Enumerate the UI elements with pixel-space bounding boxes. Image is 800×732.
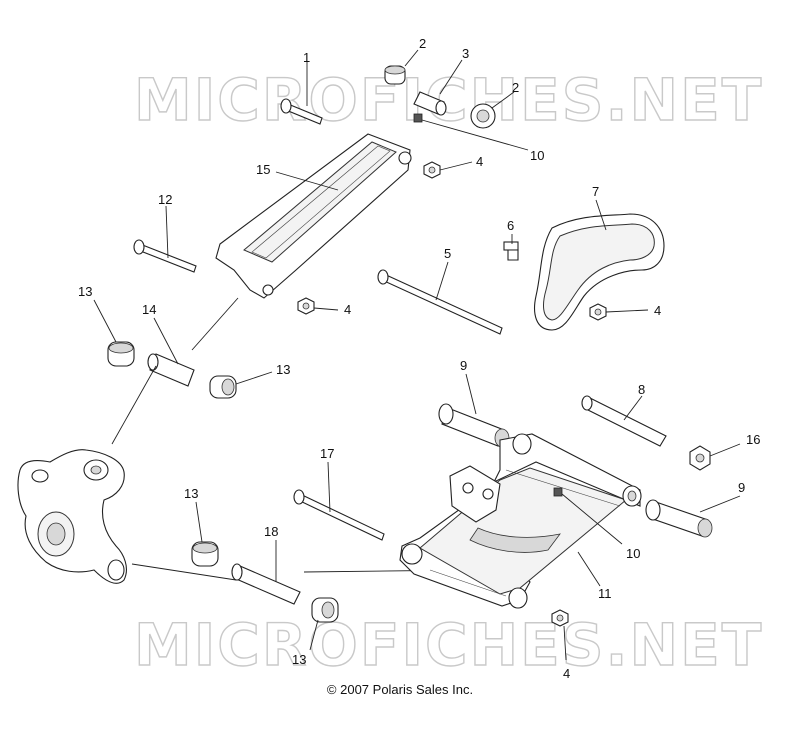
part-12-bolt	[133, 205, 197, 273]
callout-16: 16	[746, 432, 760, 447]
part-3-sleeve	[413, 59, 463, 116]
callout-5: 5	[444, 246, 451, 261]
part-17-bolt	[293, 461, 385, 541]
callout-labels: 1 2 2 3 10 4 15 7 12 6 5 13 14 4 4 9 13 …	[78, 36, 760, 681]
callout-6: 6	[507, 218, 514, 233]
callout-11: 11	[598, 586, 612, 601]
callout-10a: 10	[530, 148, 544, 163]
callout-3: 3	[462, 46, 469, 61]
callout-9b: 9	[738, 480, 745, 495]
part-15-upper-bracket	[215, 133, 412, 299]
callout-4d: 4	[563, 666, 570, 681]
part-4-nut-upper	[423, 161, 473, 179]
callout-1: 1	[303, 50, 310, 65]
part-6-pin	[503, 234, 519, 261]
part-10-fitting-lower	[553, 487, 623, 545]
callout-2b: 2	[512, 80, 519, 95]
part-10-fitting-upper	[413, 113, 529, 151]
callout-13a: 13	[78, 284, 92, 299]
callout-4b: 4	[344, 302, 351, 317]
part-16-nut	[689, 443, 741, 471]
part-11-swing-arm	[399, 433, 642, 609]
callout-8: 8	[638, 382, 645, 397]
callout-4a: 4	[476, 154, 483, 169]
part-2-bushing-upper-right	[470, 91, 515, 129]
callout-4c: 4	[654, 303, 661, 318]
spindle-knuckle	[17, 449, 127, 584]
part-4-nut-middle	[297, 297, 339, 315]
callout-13d: 13	[292, 652, 306, 667]
callout-13b: 13	[276, 362, 290, 377]
watermark-top: MICROFICHES.NET	[134, 66, 763, 134]
callout-14: 14	[142, 302, 156, 317]
part-9-pivot-lower	[645, 495, 741, 538]
part-8-shaft	[581, 395, 667, 447]
callout-9a: 9	[460, 358, 467, 373]
part-1-bolt	[280, 62, 323, 125]
callout-18: 18	[264, 524, 278, 539]
callout-15: 15	[256, 162, 270, 177]
part-14-sleeve	[147, 317, 195, 387]
callout-7: 7	[592, 184, 599, 199]
part-9-pivot-upper	[438, 373, 510, 448]
part-13-bushing-left	[93, 299, 135, 367]
part-13-bushing-middle	[209, 371, 273, 399]
copyright-notice: © 2007 Polaris Sales Inc.	[326, 682, 474, 697]
watermark-bottom: MICROFICHES.NET	[134, 611, 763, 679]
callout-2a: 2	[419, 36, 426, 51]
part-7-guard	[534, 199, 665, 331]
part-13-bushing-lower-left	[191, 501, 219, 567]
callout-12: 12	[158, 192, 172, 207]
part-4-nut-right	[589, 303, 649, 321]
callout-10b: 10	[626, 546, 640, 561]
part-4-nut-lower	[551, 609, 569, 661]
part-13-bushing-lower-right	[309, 597, 339, 651]
callout-17: 17	[320, 446, 334, 461]
part-18-sleeve	[231, 540, 301, 605]
callout-13c: 13	[184, 486, 198, 501]
part-5-long-bolt	[377, 261, 503, 335]
part-2-bushing-upper-left	[384, 49, 419, 85]
